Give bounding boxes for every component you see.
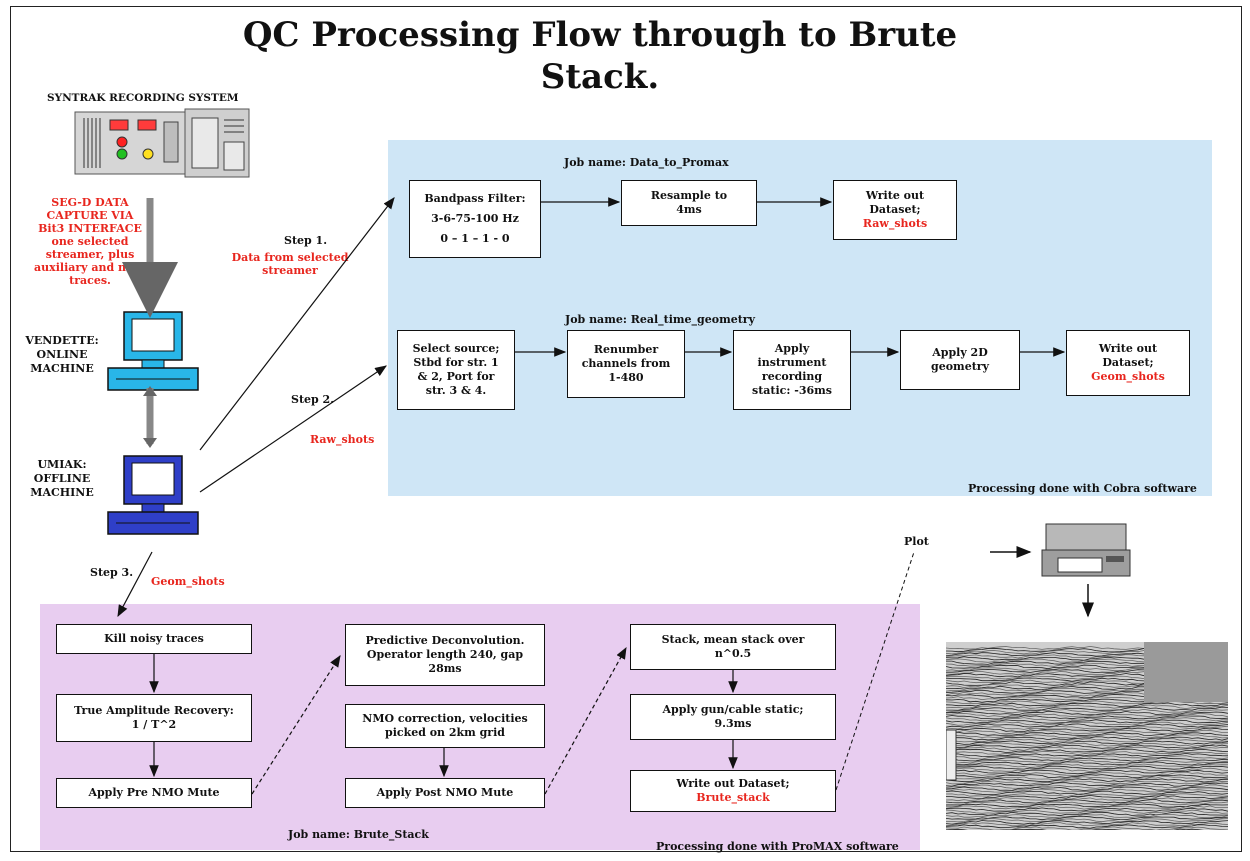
vendette-computer-icon bbox=[107, 311, 199, 391]
umiak-label: UMIAK: OFFLINE MACHINE bbox=[30, 458, 94, 499]
write-brute-stack-box: Write out Dataset; Brute_stack bbox=[630, 770, 836, 812]
predictive-deconvolution-box: Predictive Deconvolution. Operator lengt… bbox=[345, 624, 545, 686]
select-source-box: Select source; Stbd for str. 1 & 2, Port… bbox=[397, 330, 515, 410]
step3-note: Geom_shots bbox=[151, 575, 225, 588]
brute-stack-section-image bbox=[946, 630, 1228, 830]
plot-label: Plot bbox=[904, 535, 929, 548]
cobra-software-note: Processing done with Cobra software bbox=[968, 482, 1197, 495]
bandpass-filter-box: Bandpass Filter: 3-6-75-100 Hz 0 – 1 – 1… bbox=[409, 180, 541, 258]
step3-arrow bbox=[117, 551, 153, 618]
step2-note: Raw_shots bbox=[310, 433, 375, 446]
recording-system-label: SYNTRAK RECORDING SYSTEM bbox=[47, 92, 239, 104]
promax-software-note: Processing done with ProMAX software bbox=[656, 840, 899, 853]
job2-name: Job name: Real_time_geometry bbox=[565, 313, 755, 326]
capture-description: SEG-D DATA CAPTURE VIA Bit3 INTERFACE on… bbox=[34, 196, 146, 287]
job1-name: Job name: Data_to_Promax bbox=[564, 156, 729, 169]
step1-label: Step 1. bbox=[284, 234, 328, 247]
write-geom-shots-box: Write out Dataset; Geom_shots bbox=[1066, 330, 1190, 396]
stack-box: Stack, mean stack over n^0.5 bbox=[630, 624, 836, 670]
recording-system-icon bbox=[74, 108, 250, 178]
write-raw-shots-box: Write out Dataset; Raw_shots bbox=[833, 180, 957, 240]
renumber-channels-box: Renumber channels from 1-480 bbox=[567, 330, 685, 398]
printer-icon bbox=[1041, 523, 1131, 577]
resample-box: Resample to 4ms bbox=[621, 180, 757, 226]
job3-name: Job name: Brute_Stack bbox=[288, 828, 429, 841]
step2-arrow bbox=[199, 365, 387, 493]
kill-noisy-traces-box: Kill noisy traces bbox=[56, 624, 252, 654]
pre-nmo-mute-box: Apply Pre NMO Mute bbox=[56, 778, 252, 808]
diagram-frame bbox=[10, 6, 1242, 852]
step3-label: Step 3. bbox=[90, 566, 134, 579]
step2-label: Step 2. bbox=[291, 393, 335, 406]
post-nmo-mute-box: Apply Post NMO Mute bbox=[345, 778, 545, 808]
step1-arrow bbox=[199, 197, 395, 451]
page-title: QC Processing Flow through to Brute Stac… bbox=[242, 15, 958, 97]
gun-cable-static-box: Apply gun/cable static; 9.3ms bbox=[630, 694, 836, 740]
step1-note: Data from selected streamer bbox=[231, 251, 349, 277]
apply-2d-geometry-box: Apply 2D geometry bbox=[900, 330, 1020, 390]
true-amplitude-recovery-box: True Amplitude Recovery: 1 / T^2 bbox=[56, 694, 252, 742]
umiak-computer-icon bbox=[107, 455, 199, 535]
nmo-correction-box: NMO correction, velocities picked on 2km… bbox=[345, 704, 545, 748]
vendette-label: VENDETTE: ONLINE MACHINE bbox=[25, 334, 99, 375]
instrument-static-box: Apply instrument recording static: -36ms bbox=[733, 330, 851, 410]
